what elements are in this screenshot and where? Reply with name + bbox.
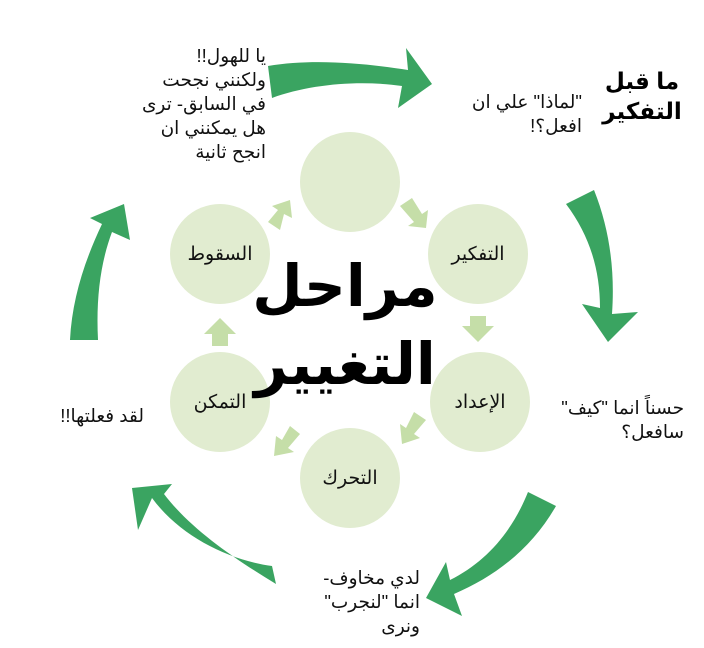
center-title-line-1: مراحل — [252, 254, 438, 319]
note-action-line-2: انما "لنجرب" — [324, 591, 420, 612]
precontemplation-heading-line-2: التفكير — [602, 98, 682, 124]
center-title-line-2: التغيير — [254, 332, 436, 397]
note-thinking: "لماذا" علي ان افعل؟! — [432, 90, 582, 138]
note-relapse: يا للهول!! ولكنني نجحت في السابق- ترى هل… — [106, 44, 266, 164]
note-relapse-line-3: في السابق- ترى — [141, 93, 266, 114]
small-arrow-1 — [400, 198, 428, 228]
note-preparation-line-2: سافعل؟ — [621, 421, 684, 442]
big-arrow-bottom-right — [426, 492, 556, 616]
small-arrow-6 — [268, 200, 292, 230]
note-relapse-line-2: ولكنني نجحت — [162, 69, 266, 90]
stage-relapse-circle: السقوط — [170, 204, 270, 304]
stage-preparation-circle: الإعداد — [430, 352, 530, 452]
precontemplation-heading-line-1: ما قبل — [604, 68, 680, 94]
stage-thinking-circle: التفكير — [428, 204, 528, 304]
small-arrow-3 — [400, 412, 426, 444]
small-arrow-5 — [204, 318, 236, 346]
big-arrow-right — [566, 190, 638, 342]
note-thinking-line-2: افعل؟! — [530, 115, 582, 136]
note-preparation: حسناً انما "كيف" سافعل؟ — [522, 396, 684, 444]
small-arrow-2 — [462, 316, 494, 342]
big-arrow-bottom-left — [132, 484, 276, 584]
note-preparation-line-1: حسناً انما "كيف" — [561, 397, 684, 418]
big-arrow-left — [70, 204, 130, 340]
note-action-line-1: لدي مخاوف- — [323, 567, 420, 588]
stage-preparation-label: الإعداد — [454, 391, 506, 413]
note-maintenance-line-1: لقد فعلتها!! — [60, 405, 144, 426]
note-relapse-line-4: هل يمكنني ان — [160, 117, 266, 138]
note-action: لدي مخاوف- انما "لنجرب" ونرى — [276, 566, 420, 638]
stage-action-label: التحرك — [322, 467, 378, 489]
note-relapse-line-1: يا للهول!! — [196, 45, 267, 66]
stage-action-circle: التحرك — [300, 428, 400, 528]
note-relapse-line-5: انجح ثانية — [195, 141, 266, 162]
stage-thinking-label: التفكير — [451, 243, 505, 265]
note-maintenance: لقد فعلتها!! — [20, 404, 144, 428]
note-action-line-3: ونرى — [381, 615, 420, 636]
precontemplation-heading: ما قبل التفكير — [594, 66, 690, 126]
stage-relapse-label: السقوط — [187, 243, 253, 265]
stage-top-circle — [300, 132, 400, 232]
center-title: مراحل التغيير — [250, 248, 440, 404]
small-arrow-4 — [274, 426, 300, 456]
stage-maintenance-label: التمكن — [193, 391, 247, 413]
stage-maintenance-circle: التمكن — [170, 352, 270, 452]
big-arrow-top — [268, 48, 432, 108]
note-thinking-line-1: "لماذا" علي ان — [471, 91, 582, 112]
